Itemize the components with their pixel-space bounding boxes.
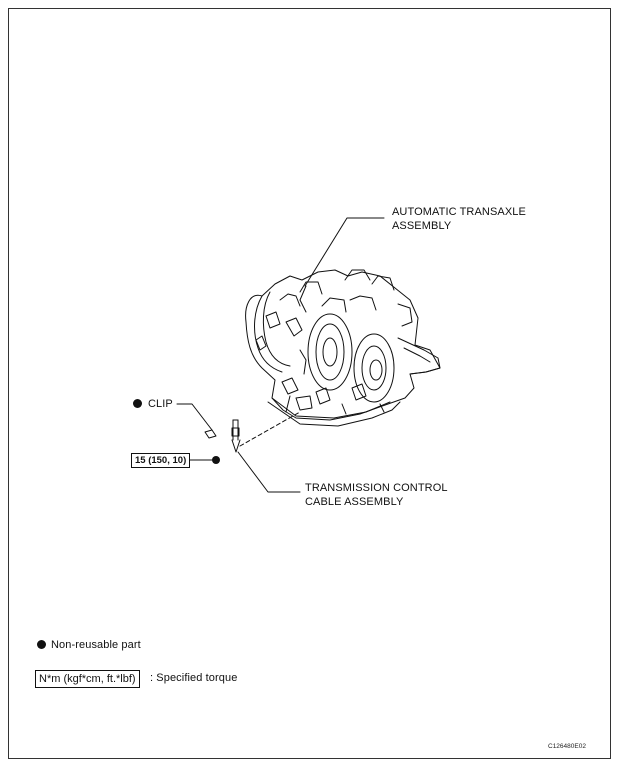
nonreusable-bullet-icon xyxy=(133,399,142,408)
clip-part xyxy=(204,429,217,439)
clip-label: CLIP xyxy=(148,398,173,410)
bolt-icon xyxy=(212,456,220,464)
cable-label-line2: CABLE ASSEMBLY xyxy=(305,496,404,508)
legend-bullet-icon xyxy=(37,640,46,649)
legend-torque-desc: : Specified torque xyxy=(150,672,238,684)
transaxle-leader-line xyxy=(304,217,385,287)
housing-outline xyxy=(245,269,441,421)
cable-label-line1: TRANSMISSION CONTROL xyxy=(305,482,448,494)
legend-nonreusable-text: Non-reusable part xyxy=(51,639,141,651)
oil-pan xyxy=(267,401,401,427)
transaxle-label-line2: ASSEMBLY xyxy=(392,220,452,232)
transaxle-label-line1: AUTOMATIC TRANSAXLE xyxy=(392,206,526,218)
diagram-frame xyxy=(8,8,611,759)
cable-leader-line xyxy=(237,451,301,493)
legend-torque-box: N*m (kgf*cm, ft.*lbf) xyxy=(35,670,140,688)
figure-id: C126480E02 xyxy=(548,743,586,750)
torque-spec-box: 15 (150, 10) xyxy=(131,453,191,468)
